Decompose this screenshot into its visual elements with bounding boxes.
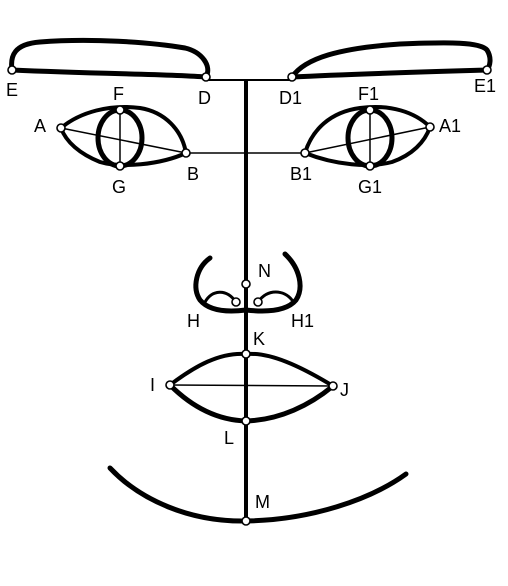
point-f <box>115 105 125 115</box>
nose-left-wing <box>193 255 249 314</box>
label-i: I <box>150 375 155 395</box>
label-n: N <box>258 261 271 281</box>
point-b1 <box>300 148 310 158</box>
label-m: M <box>255 492 270 512</box>
point-e1 <box>482 65 492 75</box>
right-nostril <box>256 290 294 304</box>
point-f1 <box>365 105 375 115</box>
mouth-line <box>169 384 334 387</box>
upper-lip <box>168 351 335 388</box>
left-eye-line-ab <box>60 127 187 154</box>
label-d: D <box>198 88 211 108</box>
point-a1 <box>425 122 435 132</box>
right-eye-outline <box>303 105 432 167</box>
label-b1: B1 <box>290 164 312 184</box>
point-g1 <box>365 161 375 171</box>
label-l: L <box>224 428 234 448</box>
lower-lip <box>167 382 336 424</box>
point-h1 <box>253 297 263 307</box>
label-a: A <box>34 116 46 136</box>
left-eye-outline <box>59 105 188 167</box>
label-k: K <box>253 329 265 349</box>
point-m <box>241 516 251 526</box>
label-b: B <box>187 164 199 184</box>
label-d1: D1 <box>279 88 302 108</box>
point-k <box>241 349 251 359</box>
point-h <box>231 297 241 307</box>
point-b <box>181 148 191 158</box>
point-g <box>115 161 125 171</box>
label-g: G <box>112 177 126 197</box>
label-e1: E1 <box>474 76 496 96</box>
point-a <box>56 123 66 133</box>
point-l <box>241 416 251 426</box>
point-i <box>165 380 175 390</box>
label-a1: A1 <box>439 116 461 136</box>
label-g1: G1 <box>358 177 382 197</box>
right-eye-line-ab <box>304 126 431 154</box>
point-d <box>201 72 211 82</box>
label-j: J <box>340 380 349 400</box>
label-f1: F1 <box>358 84 379 104</box>
point-j <box>328 381 338 391</box>
right-eyebrow <box>289 40 493 80</box>
nose-right-wing <box>243 251 303 314</box>
label-f: F <box>113 84 124 104</box>
label-h: H <box>187 311 200 331</box>
point-n <box>241 279 251 289</box>
point-e <box>7 65 17 75</box>
left-eyebrow <box>9 37 211 80</box>
point-d1 <box>287 72 297 82</box>
label-h1: H1 <box>291 311 314 331</box>
label-e: E <box>6 80 18 100</box>
left-nostril <box>203 290 238 304</box>
